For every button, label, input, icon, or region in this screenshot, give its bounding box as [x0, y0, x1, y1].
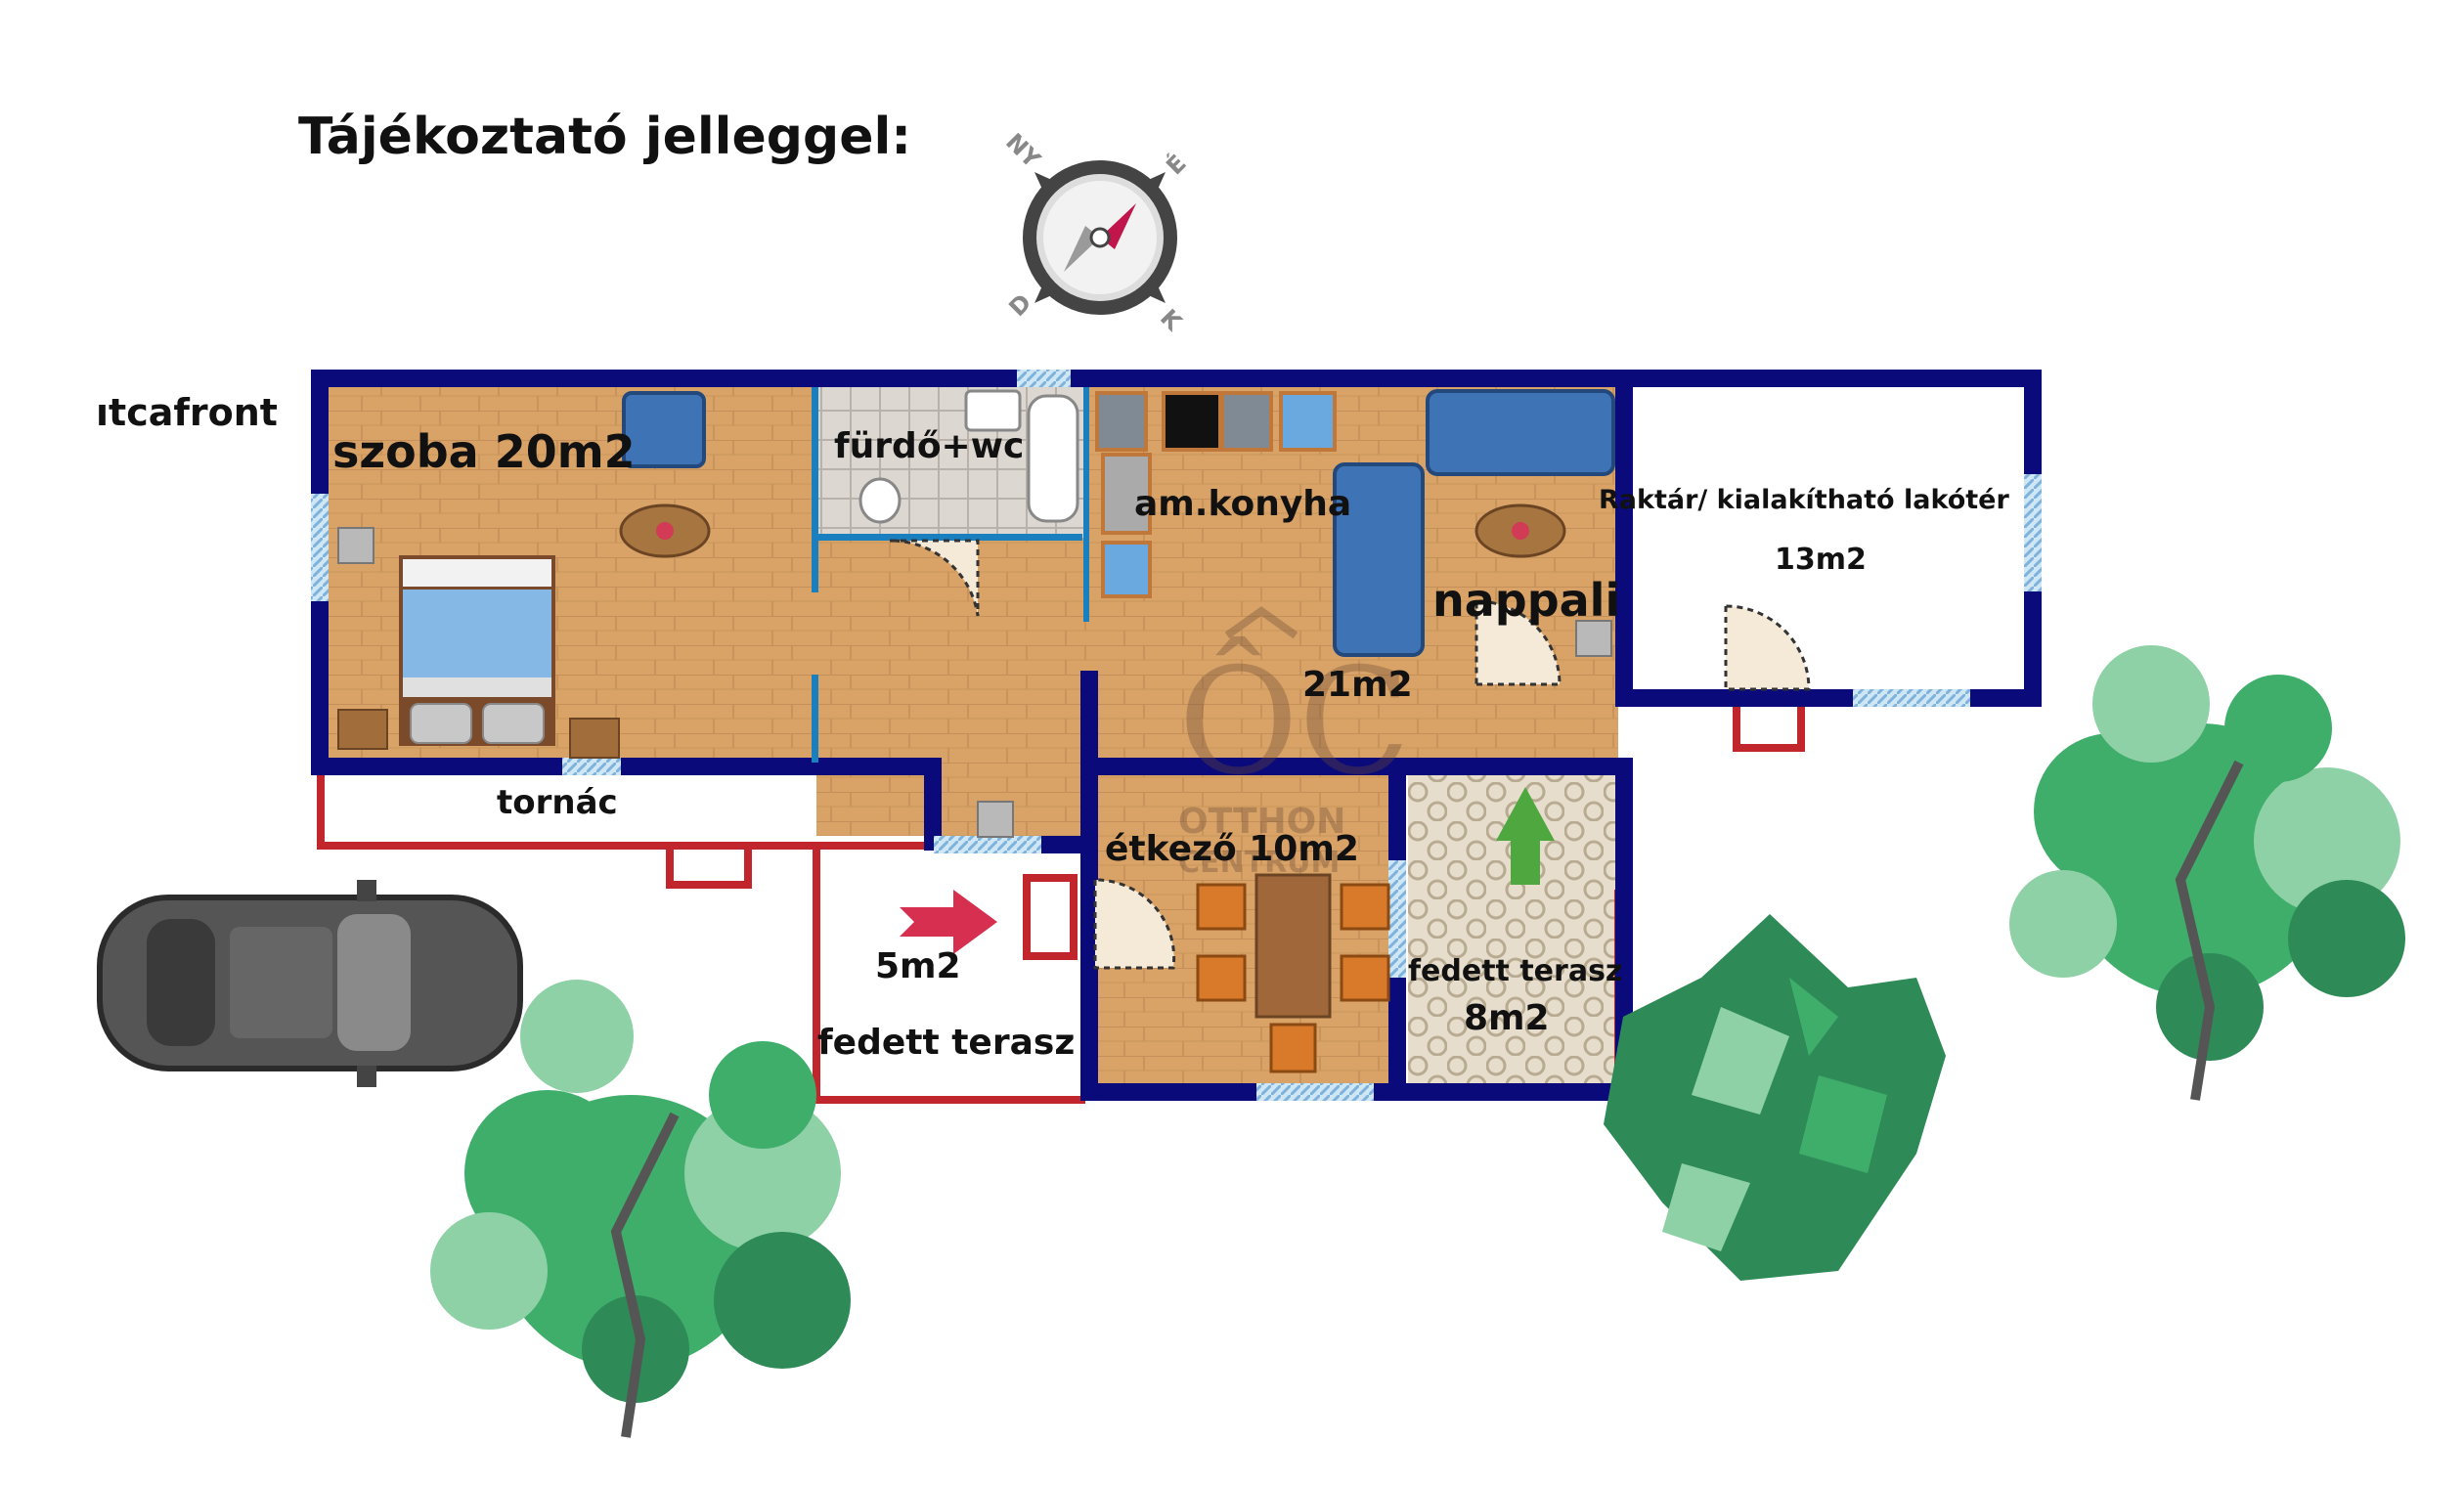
heater-icon: [977, 801, 1014, 838]
counter-icon: [1220, 391, 1273, 452]
hallway-floor: [816, 538, 1085, 836]
compass-west-label: K: [1155, 304, 1188, 337]
fridge-icon: [1279, 391, 1337, 452]
window: [562, 758, 621, 775]
window: [1017, 370, 1071, 387]
street-front-label: ıtcafront: [96, 391, 278, 434]
bathtub-icon: [1027, 394, 1079, 523]
flower-icon: [656, 522, 674, 540]
dishwasher-icon: [1101, 541, 1152, 598]
tree-icon: [2009, 645, 2405, 1101]
living-label: nappali: [1432, 574, 1620, 627]
toilet-icon: [858, 477, 902, 524]
terrace-small-area-label: 5m2: [875, 946, 961, 986]
room-label: szoba 20m2: [332, 425, 636, 478]
chairs: [1196, 883, 1390, 1073]
sink-icon: [964, 389, 1022, 432]
window: [934, 836, 1041, 853]
compass-north-label: NY: [1000, 128, 1046, 174]
door-swing: [1474, 599, 1562, 686]
window: [311, 494, 329, 601]
watermark-line1: OTTHON: [1178, 802, 1345, 842]
terrace-small-label: fedett terasz: [817, 1023, 1075, 1063]
bed: [399, 555, 555, 746]
window: [1256, 1083, 1374, 1101]
doors: [889, 539, 1811, 970]
flower-icon: [1512, 522, 1529, 540]
windows: [311, 370, 2042, 1101]
car-icon: [97, 880, 523, 1087]
storage-floor: [1633, 381, 2024, 689]
compass-south-label: D: [1003, 288, 1036, 322]
interior-partitions: [812, 387, 1089, 763]
terrace-right-label: fedett terasz: [1408, 954, 1622, 988]
window: [1388, 860, 1406, 978]
armchair-icon: [622, 391, 706, 468]
terrace-right-area-label: 8m2: [1464, 998, 1550, 1038]
porch-label: tornác: [497, 783, 618, 822]
sofa-icon: [1426, 389, 1615, 476]
entrance-arrow-icon: [1496, 787, 1555, 885]
watermark-line2: CENTRUM: [1178, 846, 1340, 880]
dining-table: [1254, 873, 1332, 1019]
kitchen-sink-icon: [1101, 453, 1152, 535]
sofa-icon: [1333, 462, 1425, 657]
counter-icon: [1095, 391, 1148, 452]
kitchen-label: am.konyha: [1134, 484, 1351, 524]
storage-label: Raktár/ kialakítható lakótér: [1599, 485, 2009, 515]
compass-icon: NY É D K: [1000, 128, 1192, 337]
fireplace-icon: [337, 527, 374, 564]
fireplace-icon: [1575, 620, 1612, 657]
watermark-logo: ÔC OTTHON CENTRUM: [1178, 606, 1411, 880]
living-area-label: 21m2: [1302, 665, 1413, 705]
stove-icon: [1162, 391, 1222, 452]
dining-label: étkező 10m2: [1105, 829, 1359, 869]
window: [2024, 474, 2042, 591]
entrance-arrow-icon: [900, 890, 997, 954]
door-swing: [1093, 878, 1176, 970]
nightstand: [337, 709, 388, 750]
door-swing: [889, 539, 980, 617]
page-title: Tájékoztató jelleggel:: [298, 108, 911, 166]
compass-east-label: É: [1161, 149, 1192, 180]
storage-area-label: 13m2: [1775, 543, 1867, 577]
shrub-icon: [1604, 914, 1946, 1281]
door-swing: [1724, 604, 1811, 691]
svg-text:ÔC: ÔC: [1178, 636, 1411, 808]
nightstand: [569, 718, 620, 759]
window: [1853, 689, 1970, 707]
tree-icon: [430, 980, 851, 1438]
bathroom-label: fürdő+wc: [834, 426, 1024, 466]
